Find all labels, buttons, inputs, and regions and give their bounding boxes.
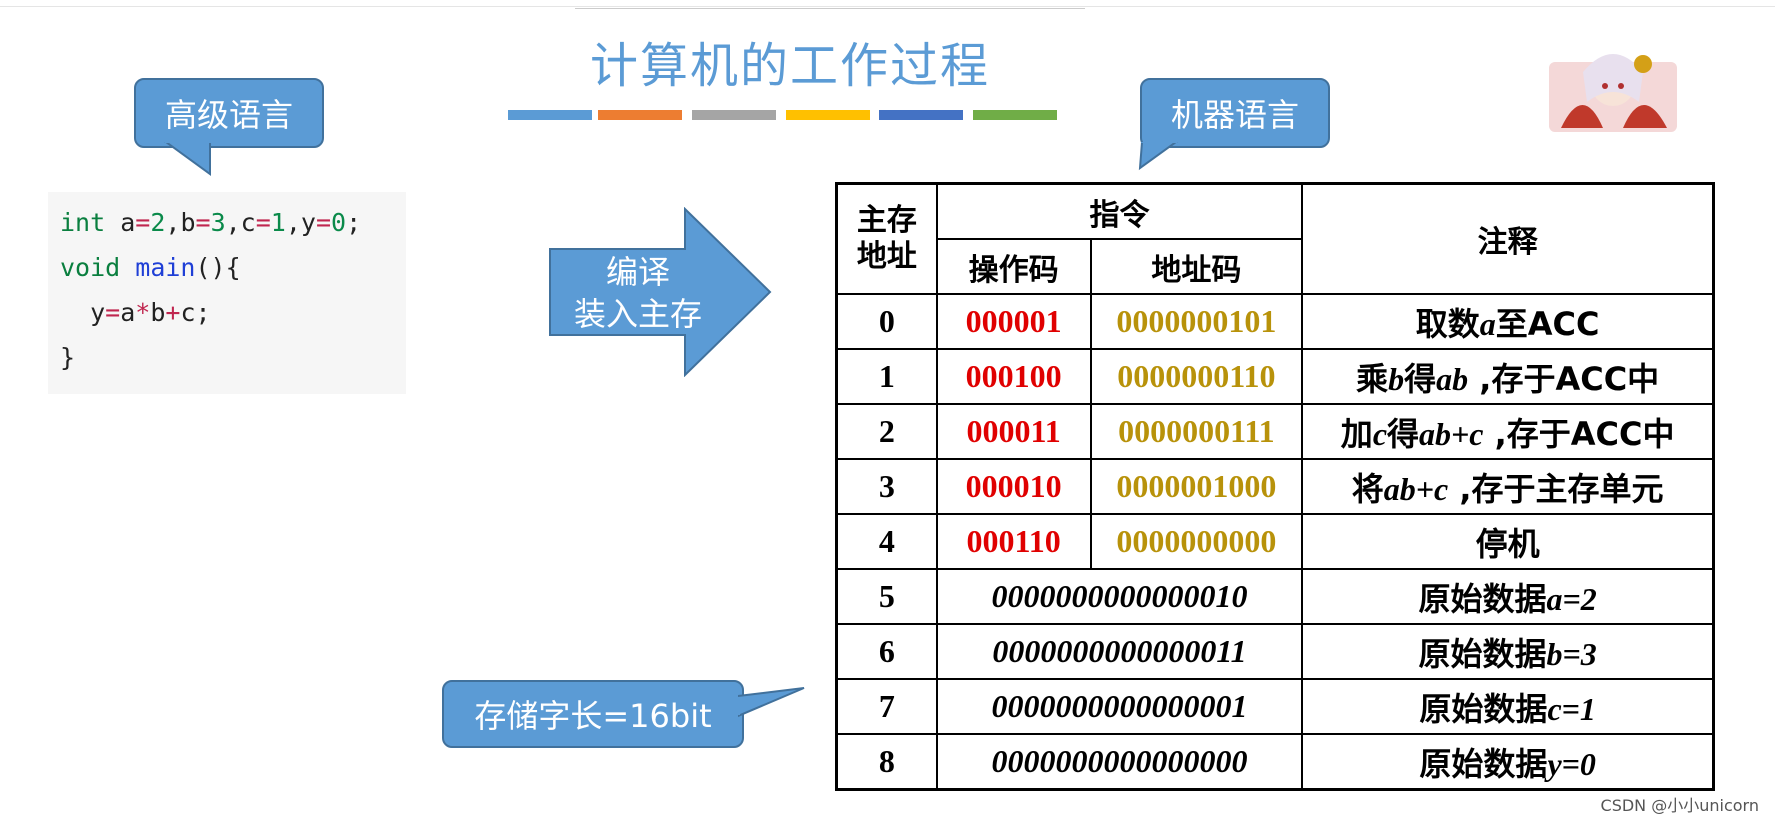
row-comment: 停机: [1301, 513, 1715, 570]
source-code-block: int a=2,b=3,c=1,y=0; void main(){ y=a*b+…: [48, 192, 406, 394]
table-header-row: 主存地址 指令 注释: [835, 182, 1715, 295]
instruction-table: 主存地址 指令 注释 操作码 地址码 0 000001 0000000101 取…: [835, 182, 1715, 791]
address-header-line2: 地址: [856, 239, 917, 274]
word-length-callout: 存储字长=16bit: [442, 680, 744, 748]
code-line-4: }: [60, 343, 76, 372]
row-opcode: 000010: [935, 458, 1092, 515]
row-comment: 原始数据y=0: [1301, 733, 1715, 791]
machine-language-callout: 机器语言: [1140, 78, 1330, 148]
row-address: 7: [835, 678, 938, 735]
compile-arrow-label: 编译 装入主存: [548, 251, 728, 335]
table-row: 6 0000000000000011 原始数据b=3: [835, 623, 1715, 680]
address-header-line1: 主存: [856, 203, 917, 238]
table-row: 7 0000000000000001 原始数据c=1: [835, 678, 1715, 735]
row-address: 2: [835, 403, 938, 460]
machine-callout-tail: [1138, 142, 1178, 171]
row-comment: 原始数据b=3: [1301, 623, 1715, 680]
mascot-logo: [1549, 54, 1677, 132]
row-address: 8: [835, 733, 938, 791]
compile-label: 编译: [605, 253, 670, 291]
row-opcode: 000011: [935, 403, 1092, 460]
compile-arrow-icon: [549, 207, 772, 377]
row-comment: 将ab+c ,存于主存单元: [1301, 458, 1715, 515]
code-line-3: y=a*b+c;: [60, 298, 211, 327]
row-comment: 原始数据a=2: [1301, 568, 1715, 625]
table-row: 5 0000000000000010 原始数据a=2: [835, 568, 1715, 625]
top-rule: [0, 6, 1775, 7]
row-data-word: 0000000000000010: [935, 568, 1304, 625]
row-data-word: 0000000000000011: [935, 623, 1304, 680]
address-header: 主存地址: [835, 182, 938, 295]
word-length-label: 存储字长=16bit: [474, 697, 712, 735]
comment-header: 注释: [1301, 182, 1715, 295]
row-opcode: 000001: [935, 293, 1092, 350]
table-row: 4 000110 0000000000 停机: [835, 513, 1715, 570]
high-level-language-label: 高级语言: [164, 96, 293, 134]
color-bar-3: [692, 110, 776, 120]
machine-language-label: 机器语言: [1170, 96, 1299, 134]
row-opcode: 000110: [935, 513, 1092, 570]
table-row: 8 0000000000000000 原始数据y=0: [835, 733, 1715, 791]
title-rule: [575, 8, 1085, 9]
row-address: 4: [835, 513, 938, 570]
table-row: 1 000100 0000000110 乘b得ab ,存于ACC中: [835, 348, 1715, 405]
high-level-language-callout: 高级语言: [134, 78, 324, 148]
load-memory-label: 装入主存: [573, 295, 702, 333]
table-row: 0 000001 0000000101 取数a至ACC: [835, 293, 1715, 350]
row-addrcode: 0000001000: [1089, 458, 1304, 515]
row-comment: 加c得ab+c ,存于ACC中: [1301, 403, 1715, 460]
row-addrcode: 0000000111: [1089, 403, 1304, 460]
row-address: 5: [835, 568, 938, 625]
csdn-watermark: CSDN @小小unicorn: [1600, 796, 1759, 815]
row-comment: 取数a至ACC: [1301, 293, 1715, 350]
color-bar-5: [879, 110, 963, 120]
row-comment: 原始数据c=1: [1301, 678, 1715, 735]
table-row: 2 000011 0000000111 加c得ab+c ,存于ACC中: [835, 403, 1715, 460]
row-data-word: 0000000000000000: [935, 733, 1304, 791]
table-row: 3 000010 0000001000 将ab+c ,存于主存单元: [835, 458, 1715, 515]
color-bar-2: [598, 110, 682, 120]
table-subheader-row: 操作码 地址码: [837, 238, 1714, 295]
page-title: 计算机的工作过程: [589, 38, 990, 94]
color-bar-6: [973, 110, 1057, 120]
word-length-callout-tail: [738, 687, 805, 718]
row-comment: 乘b得ab ,存于ACC中: [1301, 348, 1715, 405]
color-bar-4: [786, 110, 870, 120]
row-address: 1: [835, 348, 938, 405]
high-level-callout-tail: [164, 142, 211, 176]
addrcode-header: 地址码: [1089, 238, 1304, 295]
row-opcode: 000100: [935, 348, 1092, 405]
instruction-header: 指令: [935, 182, 1304, 240]
row-addrcode: 0000000101: [1089, 293, 1304, 350]
row-addrcode: 0000000000: [1089, 513, 1304, 570]
row-address: 0: [835, 293, 938, 350]
row-address: 3: [835, 458, 938, 515]
code-line-1: int a=2,b=3,c=1,y=0;: [60, 208, 362, 237]
opcode-header: 操作码: [935, 238, 1092, 295]
color-bar-1: [508, 110, 592, 120]
row-address: 6: [835, 623, 938, 680]
code-line-2: void main(){: [60, 253, 241, 282]
row-data-word: 0000000000000001: [935, 678, 1304, 735]
row-addrcode: 0000000110: [1089, 348, 1304, 405]
